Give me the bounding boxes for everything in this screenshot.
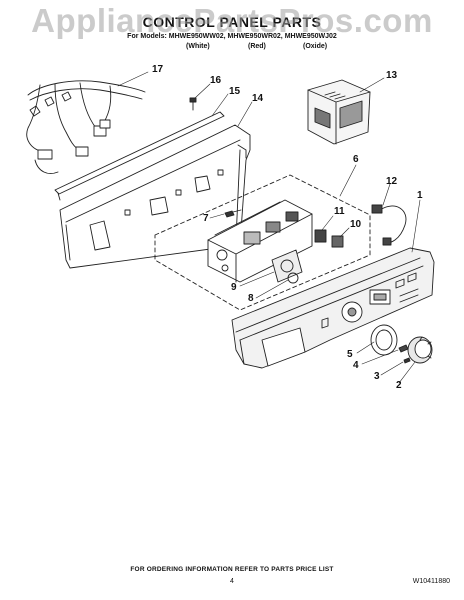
color-white: (White): [186, 43, 210, 50]
callout-8: 8: [248, 293, 254, 304]
callout-17: 17: [152, 64, 164, 75]
color-oxide: (Oxide): [303, 43, 328, 50]
ordering-info: FOR ORDERING INFORMATION REFER TO PARTS …: [130, 566, 334, 573]
page-title: CONTROL PANEL PARTS: [142, 14, 322, 30]
control-board: [207, 199, 313, 283]
knob-2: [407, 336, 433, 364]
spring-3: [403, 357, 411, 364]
document-number: W10411880: [412, 578, 450, 585]
clip-4: [398, 344, 409, 353]
screw-16: [189, 97, 197, 111]
leader-lines: [117, 71, 421, 384]
callout-15: 15: [229, 86, 241, 97]
callout-10: 10: [350, 219, 362, 230]
page-number: 4: [230, 578, 234, 585]
console-back-panel: [59, 124, 251, 269]
callout-5: 5: [347, 349, 353, 360]
callout-14: 14: [252, 93, 264, 104]
callout-9: 9: [231, 282, 237, 293]
console-strip: [54, 111, 225, 201]
encoder-9: [271, 249, 303, 283]
callout-1: 1: [417, 190, 423, 201]
callout-12: 12: [386, 176, 398, 187]
callout-labels: 17 16 15 14 13 6 12 1 11 10 7 9 8 5 4 3 …: [152, 64, 423, 391]
callout-16: 16: [210, 75, 222, 86]
console-front-panel: [231, 247, 435, 369]
callout-13: 13: [386, 70, 398, 81]
callout-11: 11: [334, 206, 345, 217]
callout-6: 6: [353, 154, 359, 165]
wire-harness: [26, 80, 146, 174]
cable-12: [371, 204, 407, 246]
callout-3: 3: [374, 371, 380, 382]
screw-7: [224, 209, 242, 218]
callout-2: 2: [396, 380, 402, 391]
callout-7: 7: [203, 213, 209, 224]
led-11: [314, 229, 327, 243]
callout-4: 4: [353, 360, 359, 371]
control-module-13: [307, 79, 371, 145]
color-red: (Red): [248, 43, 266, 50]
model-list: For Models: MHWE950WW02, MHWE950WR02, MH…: [127, 33, 337, 40]
knob-bezel-5: [370, 324, 398, 356]
ring-8: [287, 272, 299, 284]
led-10: [331, 235, 344, 248]
